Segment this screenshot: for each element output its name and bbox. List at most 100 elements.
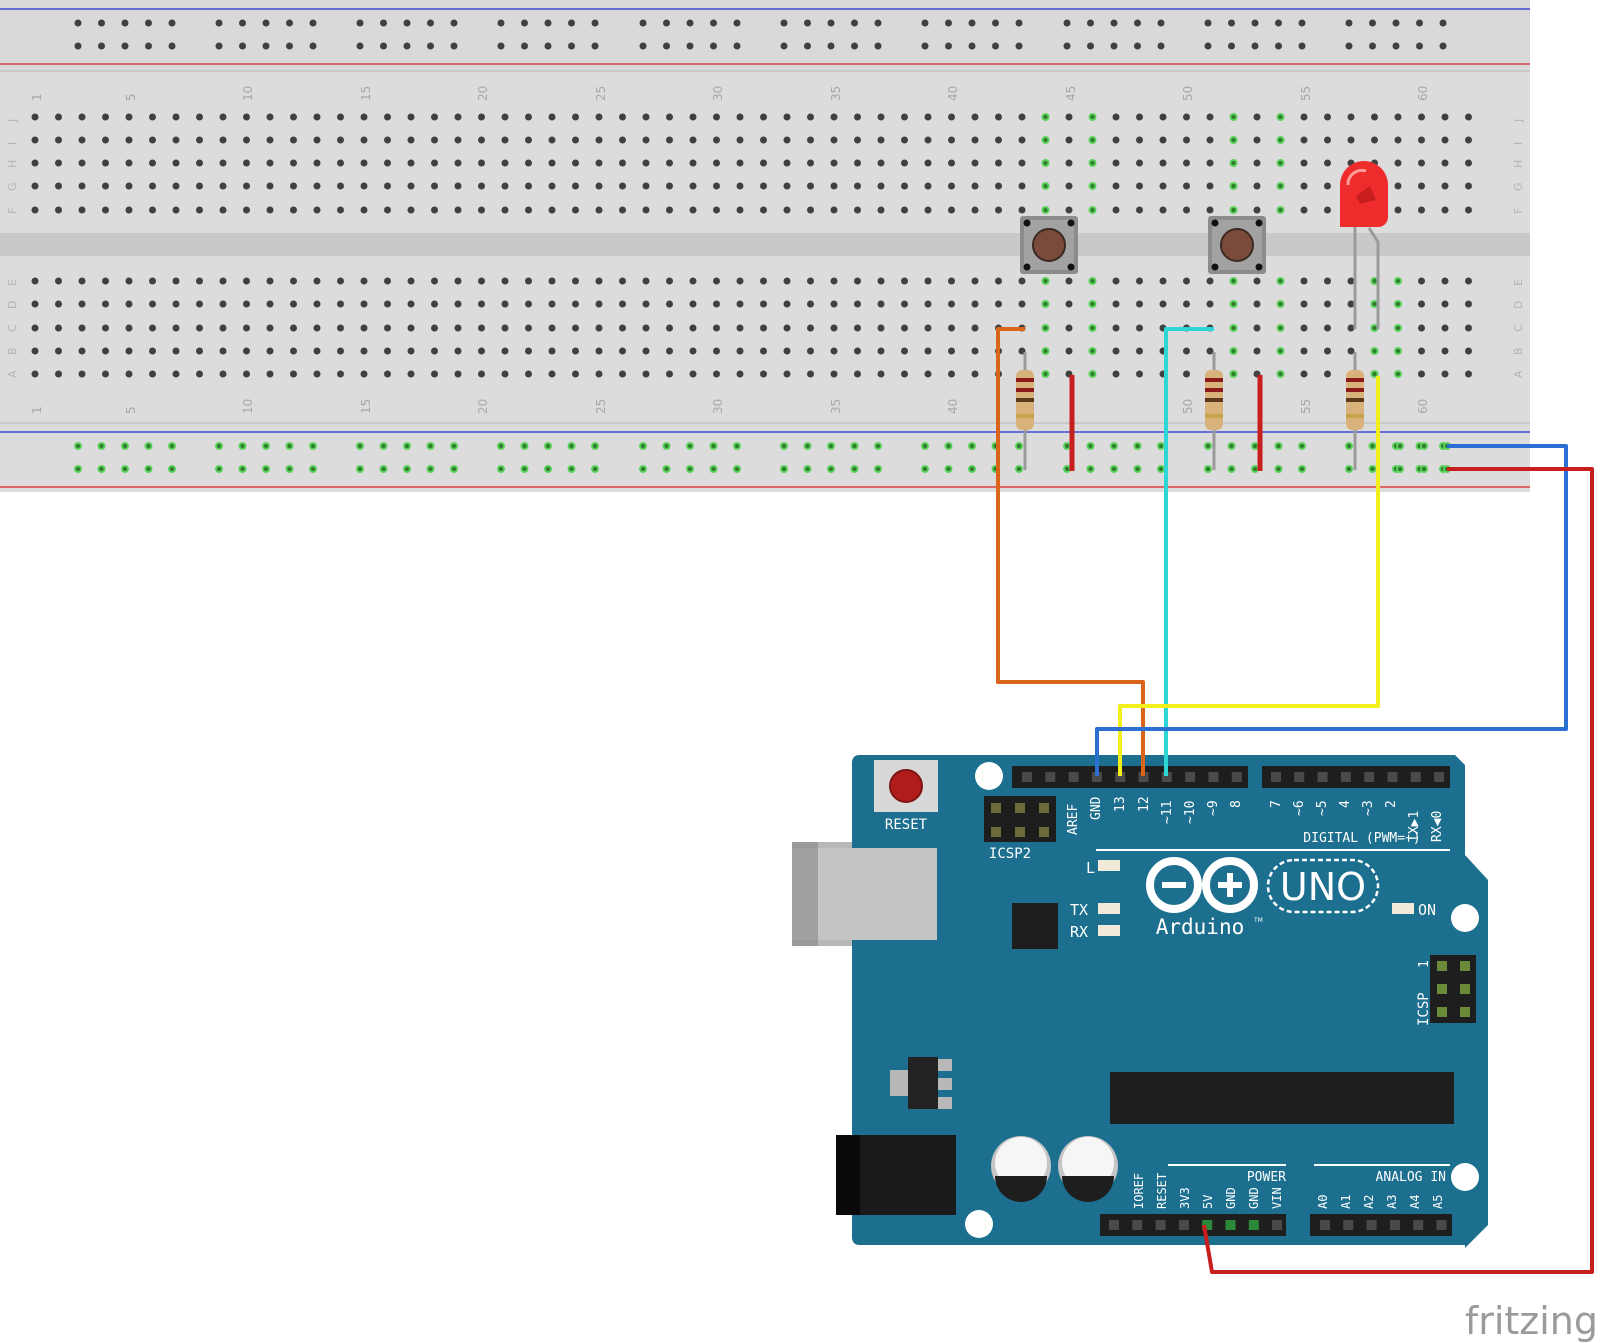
breadboard-hole xyxy=(525,277,532,285)
breadboard-hole xyxy=(384,277,391,285)
breadboard-hole-center xyxy=(1231,184,1236,188)
breadboard-hole xyxy=(948,113,955,121)
breadboard-hole xyxy=(31,206,39,214)
breadboard-hole xyxy=(1112,182,1120,190)
header-pin xyxy=(1437,1007,1447,1017)
pushbutton-1-pin xyxy=(1067,263,1075,271)
breadboard-hole-center xyxy=(1206,444,1210,448)
breadboard-hole xyxy=(548,300,556,308)
breadboard-hole xyxy=(877,277,885,285)
breadboard-hole xyxy=(736,159,744,167)
breadboard-hole xyxy=(595,182,603,190)
breadboard-hole xyxy=(666,347,673,355)
col-num-10-bottom: 10 xyxy=(241,399,255,414)
breadboard-hole xyxy=(971,347,979,355)
breadboard-hole xyxy=(1136,113,1143,121)
row-letter-a-right: A xyxy=(1512,370,1525,378)
breadboard-hole xyxy=(1228,19,1235,27)
breadboard-hole xyxy=(619,113,626,121)
breadboard-hole xyxy=(215,19,223,27)
breadboard-hole xyxy=(313,324,321,332)
breadboard-hole xyxy=(403,19,411,27)
breadboard-hole-center xyxy=(287,467,292,471)
breadboard-hole-center xyxy=(1229,444,1234,448)
breadboard-hole xyxy=(642,136,650,144)
led-l xyxy=(1098,860,1120,871)
pin-label-a0: A0 xyxy=(1316,1195,1330,1209)
breadboard-hole xyxy=(572,370,579,378)
breadboard-hole xyxy=(1136,347,1143,355)
breadboard-hole xyxy=(149,159,156,167)
breadboard-hole xyxy=(639,42,647,50)
breadboard-hole xyxy=(1418,277,1425,285)
resistor-2-band xyxy=(1205,388,1223,392)
mount-hole xyxy=(1451,1163,1479,1191)
breadboard-hole-center xyxy=(970,467,974,471)
breadboard-hole xyxy=(1392,19,1400,27)
breadboard-hole xyxy=(713,370,720,378)
breadboard-hole-center xyxy=(711,467,716,471)
breadboard-hole xyxy=(783,182,791,190)
row-letter-c-right: C xyxy=(1512,324,1525,332)
breadboard-hole-center xyxy=(1372,302,1377,306)
breadboard-hole xyxy=(407,206,415,214)
row-letter-d-right: D xyxy=(1512,301,1525,309)
breadboard-hole xyxy=(431,324,438,332)
breadboard-hole xyxy=(98,19,105,27)
breadboard-hole xyxy=(1063,42,1071,50)
breadboard-hole xyxy=(663,19,670,27)
breadboard-hole xyxy=(239,19,246,27)
reset-button[interactable] xyxy=(889,769,923,803)
breadboard-hole xyxy=(266,159,274,167)
breadboard-hole xyxy=(1418,159,1425,167)
breadboard-hole xyxy=(31,370,39,378)
breadboard-hole xyxy=(689,300,697,308)
breadboard-hole xyxy=(337,347,344,355)
on-label: ON xyxy=(1418,901,1436,919)
breadboard-hole xyxy=(290,113,297,121)
breadboard-hole xyxy=(1206,277,1214,285)
breadboard-hole xyxy=(125,300,133,308)
breadboard-hole xyxy=(877,347,885,355)
pushbutton-2-cap xyxy=(1220,228,1254,262)
led-on xyxy=(1392,903,1414,914)
breadboard-hole-center xyxy=(1090,326,1095,330)
breadboard-hole xyxy=(454,182,462,190)
breadboard-hole xyxy=(1418,206,1425,214)
breadboard-hole-center xyxy=(1231,372,1236,376)
header-pin xyxy=(1389,1220,1400,1230)
breadboard-hole-center xyxy=(546,467,550,471)
breadboard-hole xyxy=(309,19,317,27)
breadboard-hole-center xyxy=(1043,279,1048,283)
breadboard-hole xyxy=(971,113,979,121)
breadboard-hole xyxy=(1183,300,1190,308)
breadboard-hole-center xyxy=(1278,349,1283,353)
breadboard-hole xyxy=(548,277,556,285)
breadboard-hole xyxy=(548,347,556,355)
breadboard-hole xyxy=(431,206,438,214)
breadboard-hole xyxy=(219,206,227,214)
breadboard-hole xyxy=(736,113,744,121)
breadboard-hole xyxy=(830,347,838,355)
red-led xyxy=(1340,161,1388,329)
breadboard-hole xyxy=(360,159,368,167)
header-pin xyxy=(1039,827,1049,837)
header-pin xyxy=(1091,772,1102,782)
breadboard-hole xyxy=(1018,182,1026,190)
icsp2-label: ICSP2 xyxy=(989,846,1031,862)
breadboard-hole xyxy=(196,136,203,144)
breadboard-hole xyxy=(595,324,603,332)
breadboard-hole-center xyxy=(428,444,433,448)
breadboard-hole xyxy=(642,324,650,332)
breadboard-hole xyxy=(713,300,720,308)
breadboard-hole xyxy=(98,42,105,50)
breadboard-hole xyxy=(780,42,788,50)
breadboard-hole xyxy=(948,370,955,378)
breadboard-hole xyxy=(172,206,180,214)
breadboard-hole xyxy=(356,42,364,50)
breadboard-hole-center xyxy=(452,467,456,471)
resistor-3-band xyxy=(1346,414,1364,418)
breadboard-hole-center xyxy=(1088,444,1093,448)
breadboard-hole xyxy=(971,300,979,308)
breadboard-hole-center xyxy=(641,467,645,471)
